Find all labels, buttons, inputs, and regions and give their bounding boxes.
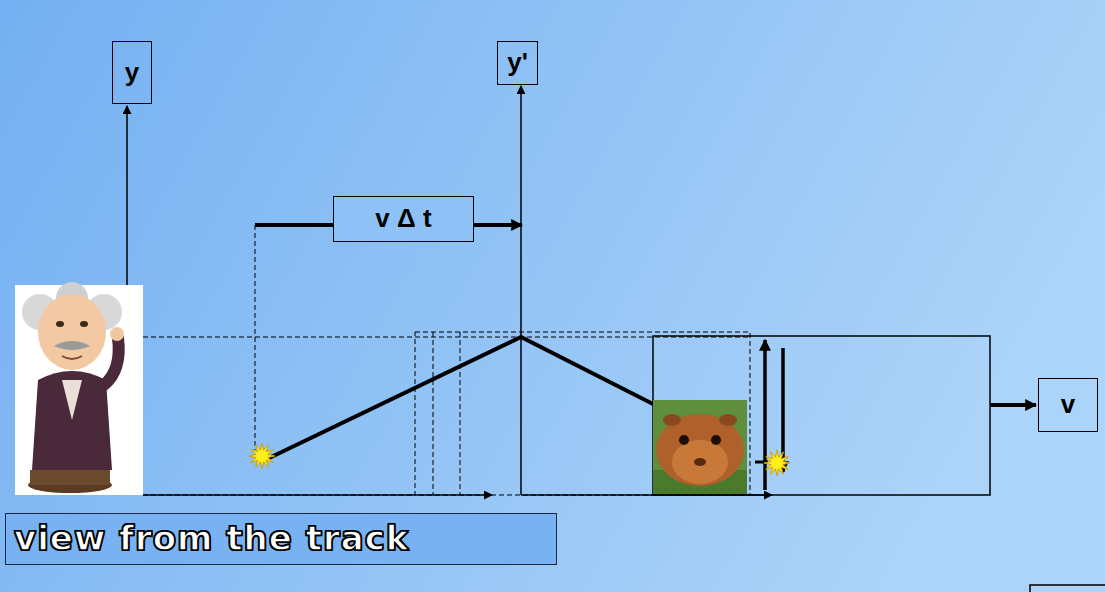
light-flash [249,443,275,469]
einstein-figure [15,282,143,495]
light-up-arrow [763,340,767,490]
guinea-pig-figure [653,400,747,494]
light-flash [764,450,790,476]
node-text: y [125,58,139,88]
y-prime-axis [520,86,522,495]
dashed-line [433,332,434,495]
x-axis [143,494,492,496]
x-prime-axis [521,494,772,496]
train-car [653,336,990,495]
dashed-line [255,225,256,450]
view-banner: view from the track [5,513,557,565]
partial-box [1030,585,1105,592]
velocity-arrow [990,403,1036,407]
node-text: y' [507,48,528,78]
axis-label-box: y [112,41,152,104]
axis-label-box: y' [497,41,538,85]
dashed-car [415,332,750,495]
dashed-guides [143,225,750,495]
dashed-line [460,332,461,495]
displacement-label-box: v Δ t [333,196,474,242]
velocity-label-box: v [1038,378,1098,432]
node-text: view from the track [14,519,409,558]
node-text: v Δ t [375,204,431,234]
light-path [265,337,655,460]
node-text: v [1061,390,1075,420]
